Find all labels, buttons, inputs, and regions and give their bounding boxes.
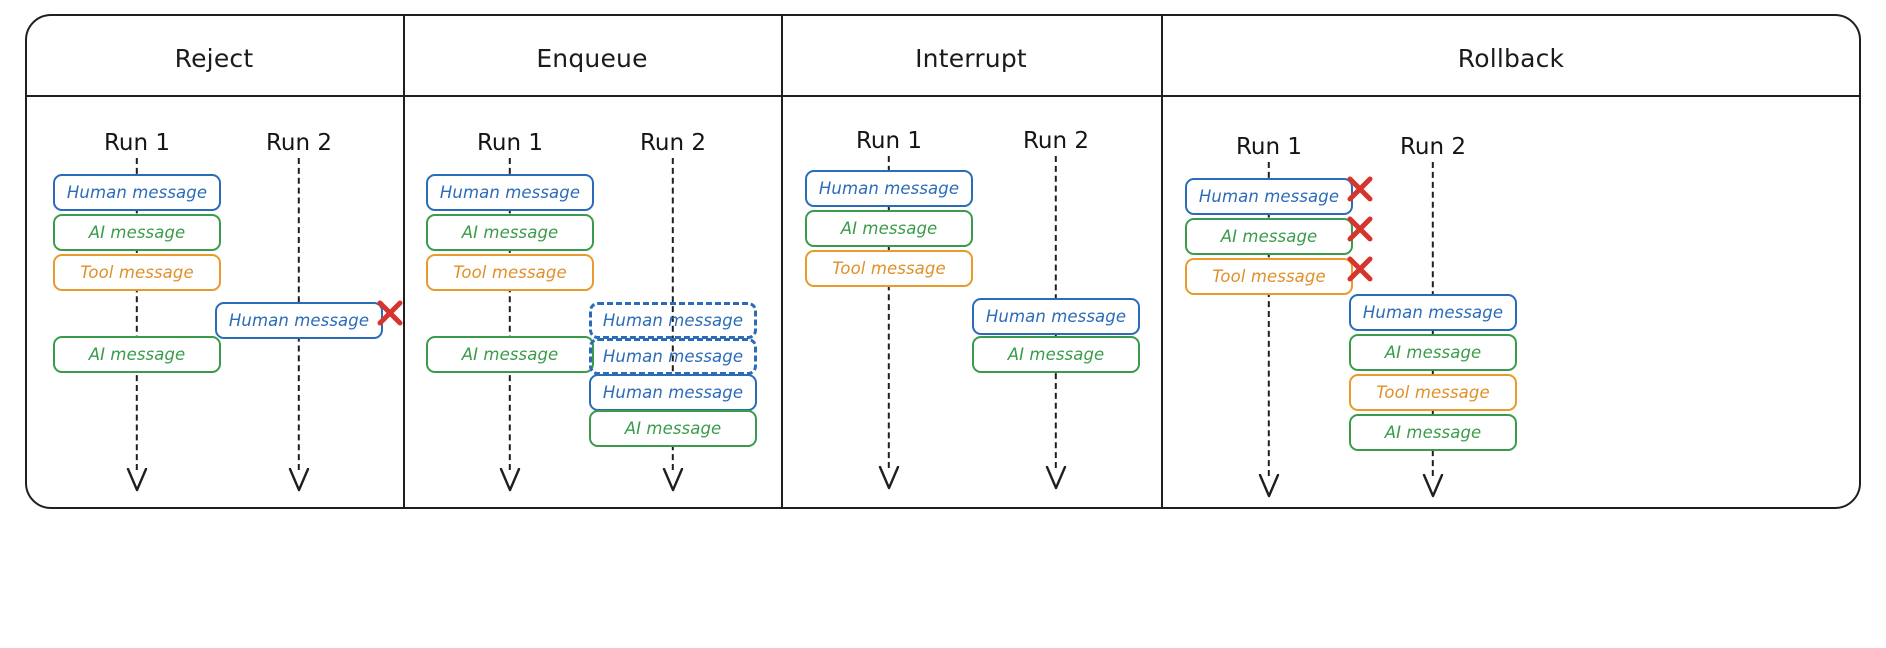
message-box-human[interactable]: Human message <box>215 302 383 339</box>
message-box-human[interactable]: Human message <box>589 338 757 375</box>
run-label-run2: Run 2 <box>1022 128 1090 154</box>
arrowhead-icon <box>126 468 148 492</box>
arrowhead-icon <box>499 468 521 492</box>
lifeline-run1 <box>887 156 890 468</box>
message-box-ai[interactable]: AI message <box>1185 218 1353 255</box>
message-box-human[interactable]: Human message <box>1349 294 1517 331</box>
lifeline-run2 <box>671 158 674 470</box>
red-x-icon <box>1345 254 1375 284</box>
message-box-ai[interactable]: AI message <box>805 210 973 247</box>
message-box-ai[interactable]: AI message <box>1349 414 1517 451</box>
message-box-tool[interactable]: Tool message <box>53 254 221 291</box>
lifeline-run1 <box>508 158 511 470</box>
message-box-tool[interactable]: Tool message <box>805 250 973 287</box>
message-box-human[interactable]: Human message <box>972 298 1140 335</box>
message-box-tool[interactable]: Tool message <box>426 254 594 291</box>
message-box-ai[interactable]: AI message <box>53 336 221 373</box>
panel-divider-3 <box>1161 14 1163 509</box>
message-box-tool[interactable]: Tool message <box>1185 258 1353 295</box>
arrowhead-icon <box>1422 474 1444 498</box>
run-label-run1: Run 1 <box>855 128 923 154</box>
panel-title-enqueue: Enqueue <box>536 44 648 73</box>
message-box-tool[interactable]: Tool message <box>1349 374 1517 411</box>
run-label-run1: Run 1 <box>103 130 171 156</box>
message-box-human[interactable]: Human message <box>589 302 757 339</box>
run-label-run1: Run 1 <box>476 130 544 156</box>
lifeline-run1 <box>1267 162 1270 476</box>
lifeline-run1 <box>135 158 138 470</box>
arrowhead-icon <box>1258 474 1280 498</box>
message-box-ai[interactable]: AI message <box>589 410 757 447</box>
arrowhead-icon <box>288 468 310 492</box>
run-label-run2: Run 2 <box>265 130 333 156</box>
red-x-icon <box>1345 214 1375 244</box>
red-x-icon <box>1345 174 1375 204</box>
panel-title-reject: Reject <box>174 44 254 73</box>
message-box-ai[interactable]: AI message <box>426 214 594 251</box>
red-x-icon <box>375 298 405 328</box>
panel-title-interrupt: Interrupt <box>915 44 1027 73</box>
diagram-frame <box>25 14 1861 509</box>
arrowhead-icon <box>1045 466 1067 490</box>
message-box-human[interactable]: Human message <box>805 170 973 207</box>
message-box-ai[interactable]: AI message <box>53 214 221 251</box>
message-box-human[interactable]: Human message <box>1185 178 1353 215</box>
run-label-run2: Run 2 <box>639 130 707 156</box>
panel-divider-2 <box>781 14 783 509</box>
arrowhead-icon <box>662 468 684 492</box>
run-label-run2: Run 2 <box>1399 134 1467 160</box>
message-box-human[interactable]: Human message <box>426 174 594 211</box>
run-label-run1: Run 1 <box>1235 134 1303 160</box>
message-box-ai[interactable]: AI message <box>972 336 1140 373</box>
arrowhead-icon <box>878 466 900 490</box>
panel-title-rollback: Rollback <box>1457 44 1565 73</box>
panel-divider-1 <box>403 14 405 509</box>
message-box-human[interactable]: Human message <box>589 374 757 411</box>
message-box-human[interactable]: Human message <box>53 174 221 211</box>
header-separator <box>27 95 1859 97</box>
message-box-ai[interactable]: AI message <box>1349 334 1517 371</box>
message-box-ai[interactable]: AI message <box>426 336 594 373</box>
